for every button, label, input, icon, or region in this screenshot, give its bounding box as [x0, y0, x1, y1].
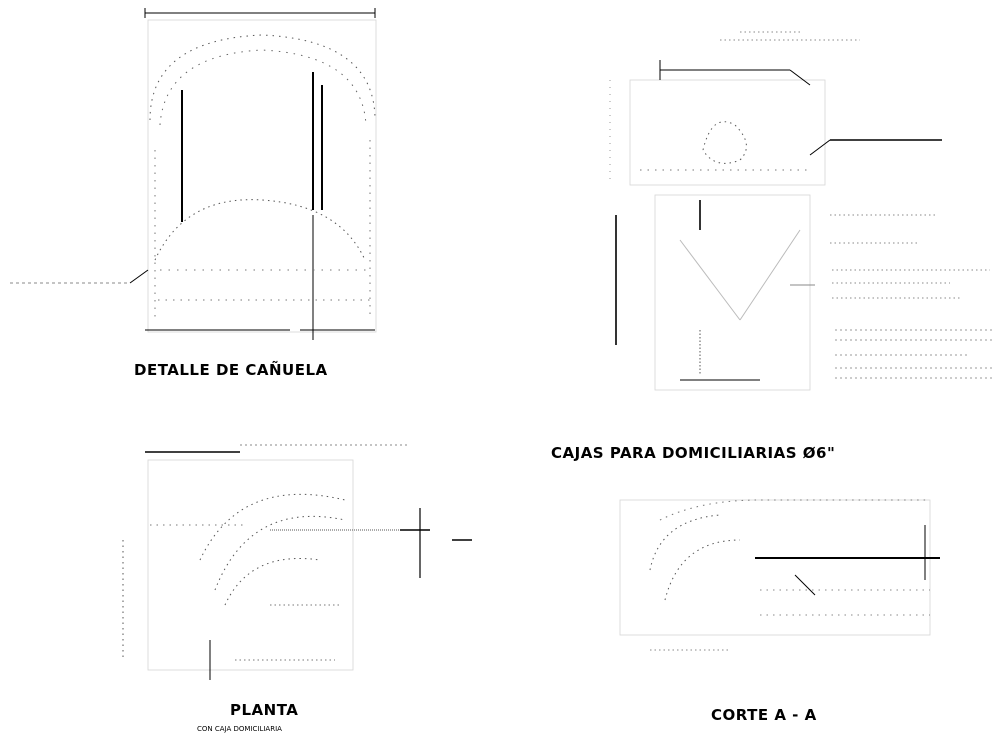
canuela-title: DETALLE DE CAÑUELA	[134, 361, 328, 379]
cajas-title: CAJAS PARA DOMICILIARIAS Ø6"	[551, 444, 836, 462]
planta-subtitle: CON CAJA DOMICILIARIA	[197, 725, 282, 733]
corte-title: CORTE A - A	[711, 706, 817, 724]
planta-title: PLANTA	[230, 701, 299, 719]
corte-detail	[619, 499, 940, 651]
cajas-detail	[609, 31, 995, 391]
canuela-detail	[10, 8, 377, 340]
planta-detail	[122, 444, 472, 680]
